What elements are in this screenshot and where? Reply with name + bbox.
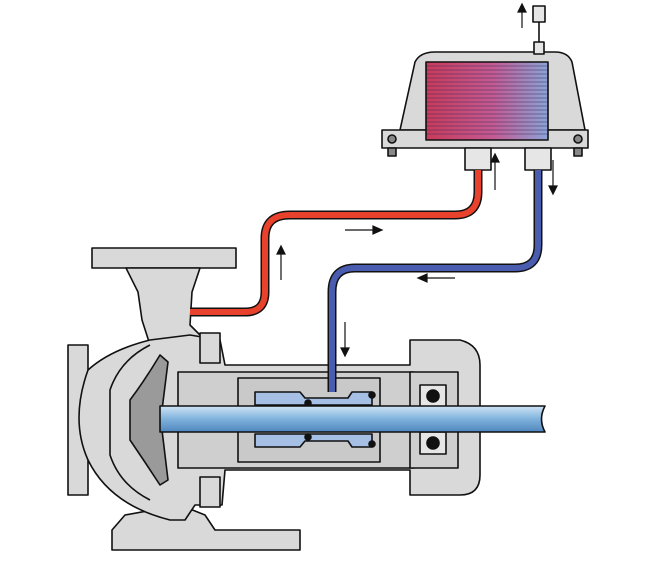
arrow-down-cold-return: [340, 322, 350, 358]
arrow-up-hot-inlet: [490, 152, 500, 190]
mechanical-seal: [254, 391, 376, 448]
discharge-flange: [91, 247, 237, 346]
bearing: [419, 384, 447, 455]
hot-line: [190, 170, 483, 317]
shaft: [159, 405, 546, 433]
impeller: [129, 354, 169, 486]
arrow-up-hot-riser: [276, 244, 286, 280]
flow-arrows: [276, 2, 558, 358]
arrow-down-cold-outlet: [548, 160, 558, 196]
vent-valve: [532, 5, 546, 55]
cold-line: [327, 170, 543, 392]
pump-foot: [111, 504, 301, 551]
arrow-up-vent: [517, 2, 527, 28]
arrow-left-cold: [416, 273, 455, 283]
heat-exchanger: [381, 51, 589, 171]
arrow-right-hot: [345, 225, 384, 235]
